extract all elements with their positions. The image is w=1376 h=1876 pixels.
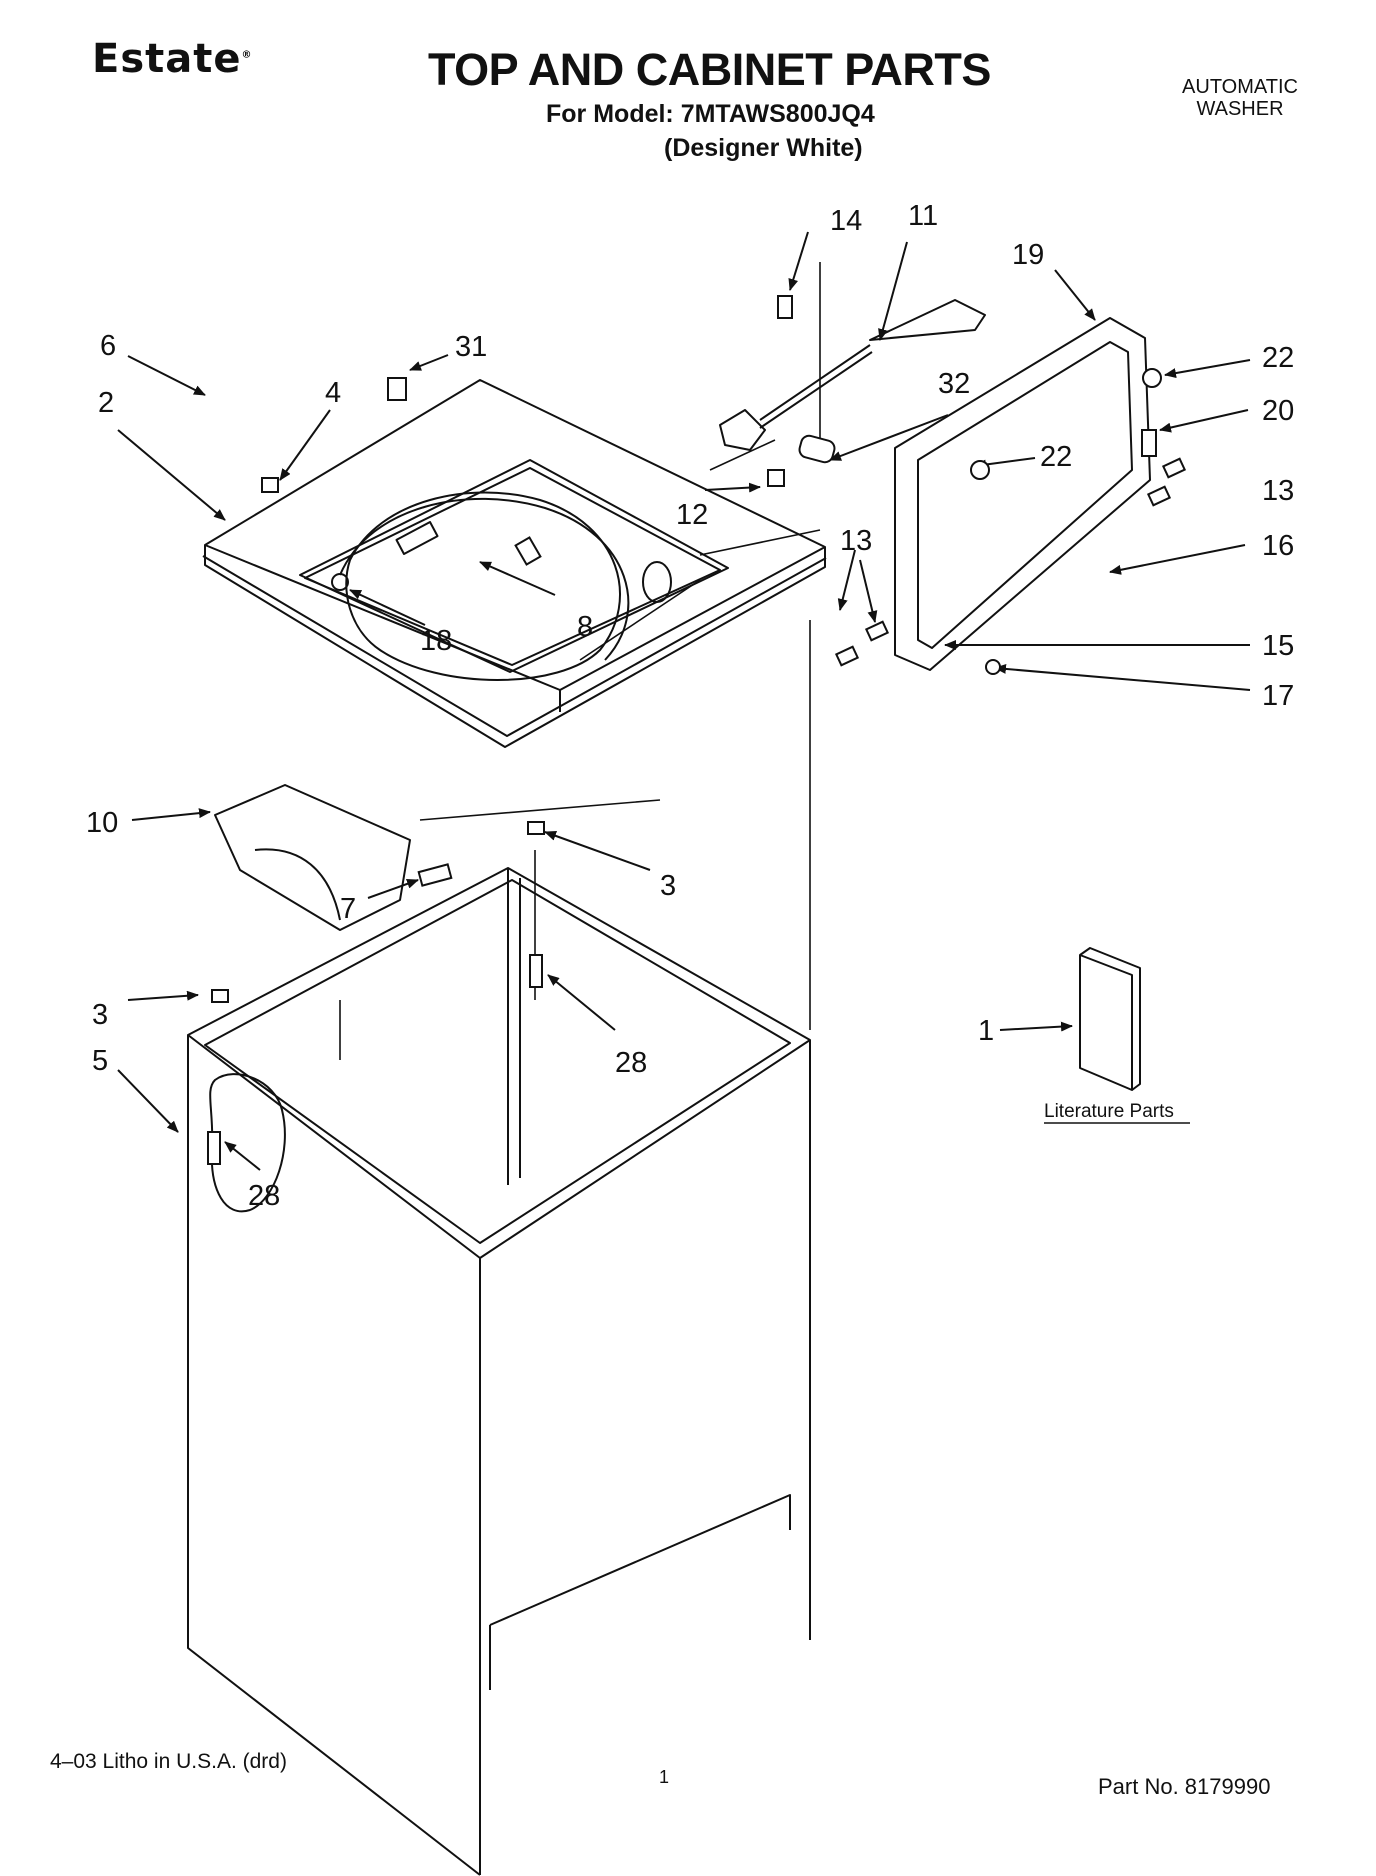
callout-3-lower: 3 <box>92 999 108 1031</box>
hinge-20 <box>1141 429 1157 457</box>
bumper-22-upper <box>1142 368 1162 388</box>
callout-2: 2 <box>98 387 114 419</box>
page-title: TOP AND CABINET PARTS <box>428 44 991 95</box>
model-line: For Model: 7MTAWS800JQ4 <box>546 100 875 128</box>
callout-13-right: 13 <box>1262 475 1294 507</box>
callout-10: 10 <box>86 807 118 839</box>
fastener-14 <box>777 295 793 319</box>
callout-20: 20 <box>1262 395 1294 427</box>
callout-13-left: 13 <box>840 525 872 557</box>
callout-32: 32 <box>938 368 970 400</box>
callout-5: 5 <box>92 1045 108 1077</box>
clip-3-upper <box>527 821 545 835</box>
callout-16: 16 <box>1262 530 1294 562</box>
screw-13-left-a <box>864 620 890 642</box>
cabinet <box>187 867 811 1876</box>
callout-18: 18 <box>420 625 452 657</box>
callout-28-lower: 28 <box>248 1180 280 1212</box>
registered-mark: ® <box>241 49 252 61</box>
literature-booklet <box>1079 947 1141 1091</box>
screw-13-right-a <box>1161 457 1187 479</box>
bumper-22-lower <box>970 460 990 480</box>
brand-logo: Estate® <box>92 36 252 82</box>
callout-4: 4 <box>325 377 341 409</box>
callout-19: 19 <box>1012 239 1044 271</box>
product-type-line2: WASHER <box>1196 98 1284 120</box>
product-type-line1: AUTOMATIC <box>1182 76 1298 98</box>
screw-28-lower <box>207 1131 221 1165</box>
callout-6: 6 <box>100 330 116 362</box>
callout-14: 14 <box>830 205 862 237</box>
screw-28-upper <box>529 954 543 988</box>
screw-13-right-b <box>1146 485 1172 507</box>
clip-31 <box>387 377 407 401</box>
lid-switch-harness <box>719 299 986 451</box>
callout-22-upper: 22 <box>1262 342 1294 374</box>
callout-15: 15 <box>1262 630 1294 662</box>
callout-1: 1 <box>978 1015 994 1047</box>
callout-17: 17 <box>1262 680 1294 712</box>
callout-12: 12 <box>676 499 708 531</box>
brand-name: Estate <box>92 36 242 82</box>
callout-7: 7 <box>340 893 356 925</box>
callout-11: 11 <box>908 200 938 232</box>
screw-13-left-b <box>834 645 860 667</box>
clip-3-lower <box>211 989 229 1003</box>
footer-page-number: 1 <box>659 1767 670 1787</box>
bumper-32 <box>798 434 836 464</box>
screw-17 <box>985 659 1001 675</box>
clip-4 <box>261 477 279 493</box>
product-type: AUTOMATIC WASHER <box>1170 76 1310 120</box>
callout-3-upper: 3 <box>660 870 676 902</box>
callout-28-upper: 28 <box>615 1047 647 1079</box>
fastener-8 <box>514 536 542 566</box>
callout-8: 8 <box>577 611 593 643</box>
screw-7 <box>417 863 453 887</box>
nut-12 <box>767 469 785 487</box>
footer-litho: 4–03 Litho in U.S.A. (drd) <box>50 1750 287 1773</box>
model-variant: (Designer White) <box>664 134 863 162</box>
washer-top-panel <box>202 379 827 748</box>
callout-22-lower: 22 <box>1040 441 1072 473</box>
footer-part-number: Part No. 8179990 <box>1098 1774 1271 1799</box>
lid-frame <box>894 317 1151 671</box>
bracket <box>214 784 411 931</box>
literature-parts-label: Literature Parts <box>1044 1101 1174 1122</box>
callout-31: 31 <box>455 331 487 363</box>
